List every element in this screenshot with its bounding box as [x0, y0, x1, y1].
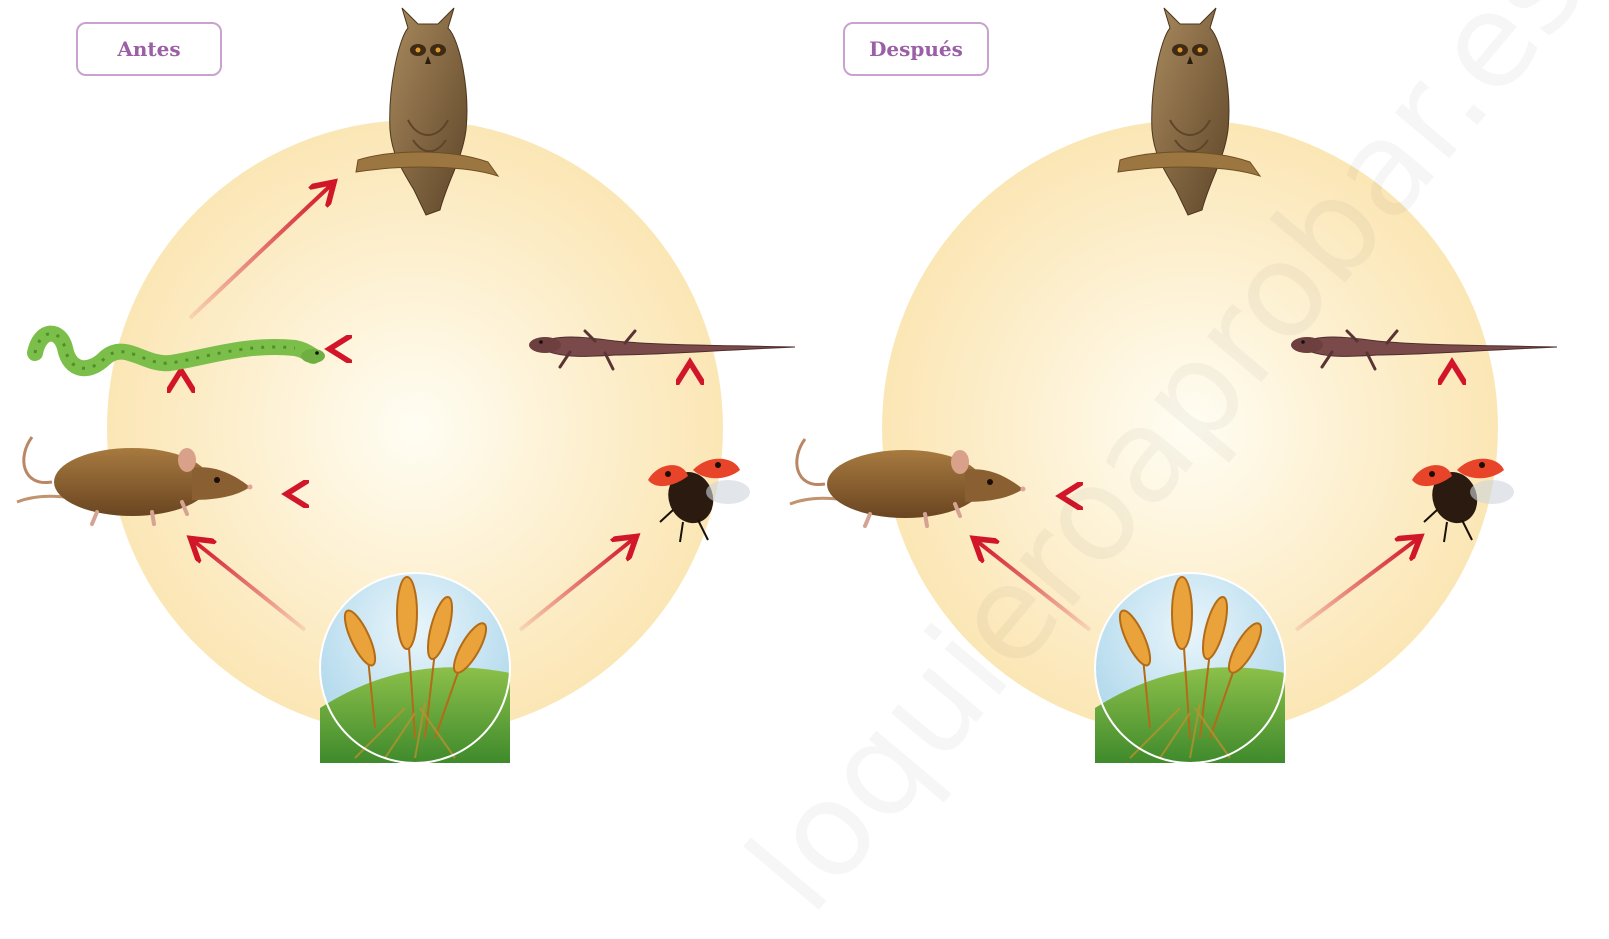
panel-before [17, 8, 795, 763]
food-web-diagram [0, 0, 1609, 784]
wheat-icon-after [1095, 573, 1285, 763]
wheat-icon [320, 573, 510, 763]
panel-after [790, 8, 1557, 763]
